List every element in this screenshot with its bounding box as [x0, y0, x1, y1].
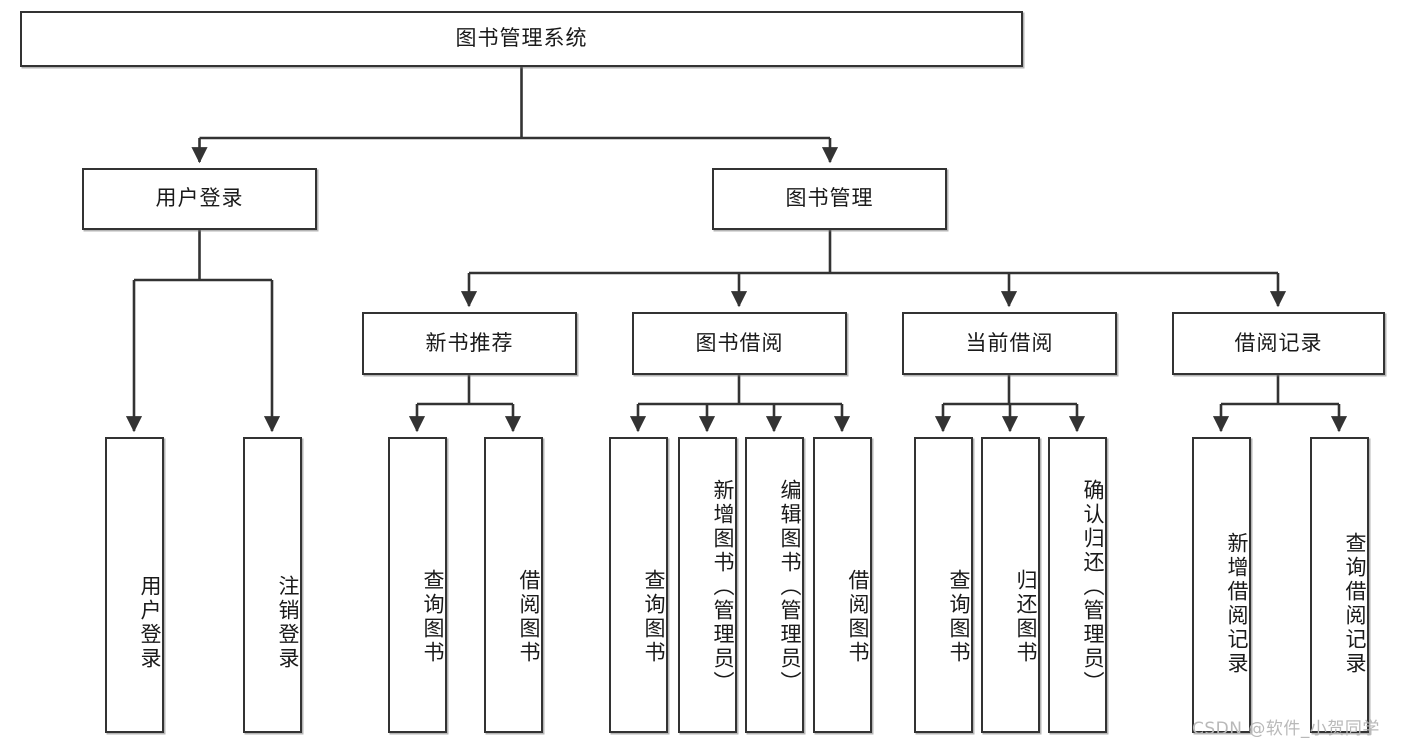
- node-label: 查询图书: [947, 569, 971, 665]
- node-user-login[interactable]: 用户登录: [82, 168, 317, 230]
- leaf-new-book-borrow-book[interactable]: 借阅图书: [484, 437, 543, 733]
- node-label: 借阅图书: [846, 569, 870, 665]
- csdn-watermark: CSDN @软件_小贺同学: [1192, 719, 1380, 739]
- node-label: 新增图书（管理员）: [711, 479, 735, 695]
- node-label: 当前借阅: [965, 330, 1054, 355]
- node-label: 图书管理: [785, 186, 874, 211]
- node-label: 用户登录: [138, 575, 162, 671]
- leaf-new-book-query-book[interactable]: 查询图书: [388, 437, 447, 733]
- node-root-library-system[interactable]: 图书管理系统: [20, 11, 1023, 67]
- node-label: 确认归还（管理员）: [1081, 479, 1105, 695]
- node-current-borrow[interactable]: 当前借阅: [902, 312, 1117, 375]
- node-new-book-recommend[interactable]: 新书推荐: [362, 312, 577, 375]
- node-label: 查询借阅记录: [1343, 532, 1367, 676]
- node-label: 查询图书: [642, 569, 666, 665]
- leaf-current-borrow-query-book[interactable]: 查询图书: [914, 437, 973, 733]
- leaf-book-borrow-query-book[interactable]: 查询图书: [609, 437, 668, 733]
- node-label: 新书推荐: [425, 330, 514, 355]
- node-label: 查询图书: [421, 569, 445, 665]
- leaf-book-borrow-edit-book-admin[interactable]: 编辑图书（管理员）: [745, 437, 804, 733]
- leaf-borrow-record-add-record[interactable]: 新增借阅记录: [1192, 437, 1251, 733]
- node-label: 新增借阅记录: [1225, 532, 1249, 676]
- node-label: 图书管理系统: [455, 26, 588, 51]
- leaf-user-login-login[interactable]: 用户登录: [105, 437, 164, 733]
- leaf-user-login-logout[interactable]: 注销登录: [243, 437, 302, 733]
- node-borrow-record[interactable]: 借阅记录: [1172, 312, 1385, 375]
- node-label: 借阅记录: [1234, 330, 1323, 355]
- leaf-current-borrow-confirm-return-admin[interactable]: 确认归还（管理员）: [1048, 437, 1107, 733]
- leaf-current-borrow-return-book[interactable]: 归还图书: [981, 437, 1040, 733]
- node-book-management[interactable]: 图书管理: [712, 168, 947, 230]
- leaf-borrow-record-query-record[interactable]: 查询借阅记录: [1310, 437, 1369, 733]
- node-label: 注销登录: [276, 575, 300, 671]
- node-label: 归还图书: [1014, 569, 1038, 665]
- leaf-book-borrow-add-book-admin[interactable]: 新增图书（管理员）: [678, 437, 737, 733]
- leaf-book-borrow-borrow-book[interactable]: 借阅图书: [813, 437, 872, 733]
- node-label: 用户登录: [155, 186, 244, 211]
- node-label: 借阅图书: [517, 569, 541, 665]
- node-book-borrow[interactable]: 图书借阅: [632, 312, 847, 375]
- node-label: 图书借阅: [695, 330, 784, 355]
- node-label: 编辑图书（管理员）: [778, 479, 802, 695]
